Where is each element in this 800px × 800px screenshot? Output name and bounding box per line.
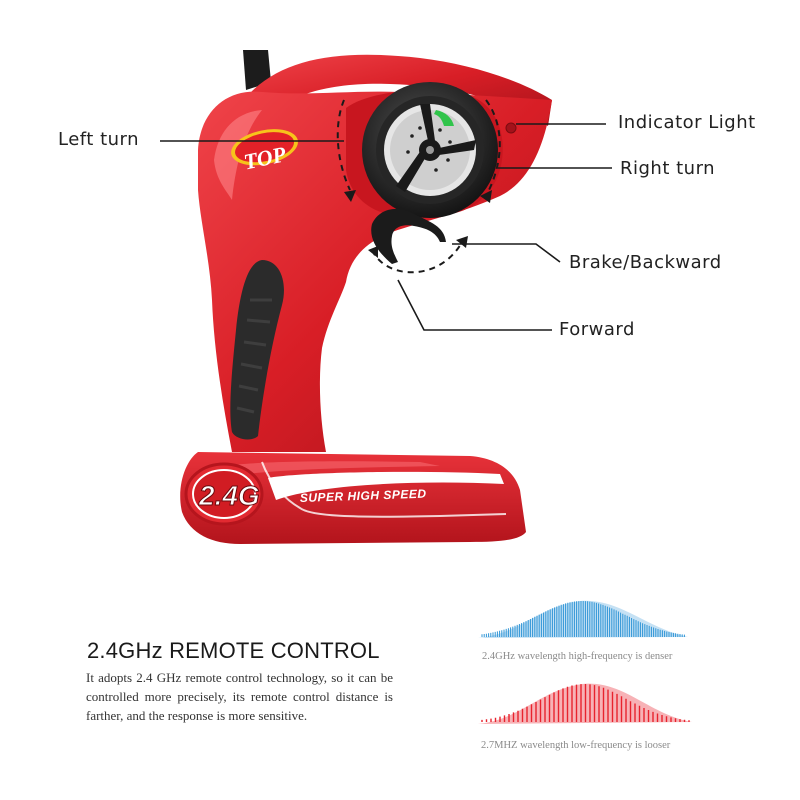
left-turn-arrow-icon [344,190,356,202]
brand-logo [231,129,298,166]
high-frequency-wave [478,600,688,638]
backward-arrow-icon [456,236,468,248]
forward-leader [397,279,552,331]
high-frequency-caption: 2.4GHz wavelength high-frequency is dens… [482,651,673,662]
forward-label: Forward [559,319,635,340]
section-title: 2.4GHz REMOTE CONTROL [87,638,380,663]
low-frequency-wave [478,683,692,724]
low-frequency-caption: 2.7MHZ wavelength low-frequency is loose… [481,740,671,751]
indicator-light [505,122,517,134]
right-turn-arc [485,99,501,193]
carry-handle [236,54,552,126]
section-body: It adopts 2.4 GHz remote control technol… [86,670,393,723]
brake-leader [452,243,561,263]
speed-stripe [268,471,504,500]
band-badge-text: 2.4G [198,480,260,511]
throttle-trigger [371,208,446,264]
speed-stripe-text: SUPER HIGH SPEED [300,487,427,505]
antenna [243,50,271,90]
left-turn-arc [336,99,351,191]
right-turn-label: Right turn [620,158,716,179]
left-turn-label: Left turn [58,129,140,150]
indicator-light-label: Indicator Light [618,112,756,133]
right-turn-arrow-icon [480,190,492,203]
forward-arrow-icon [368,246,378,258]
green-accent [434,110,454,126]
grip [230,260,284,440]
brake-backward-label: Brake/Backward [569,252,722,273]
